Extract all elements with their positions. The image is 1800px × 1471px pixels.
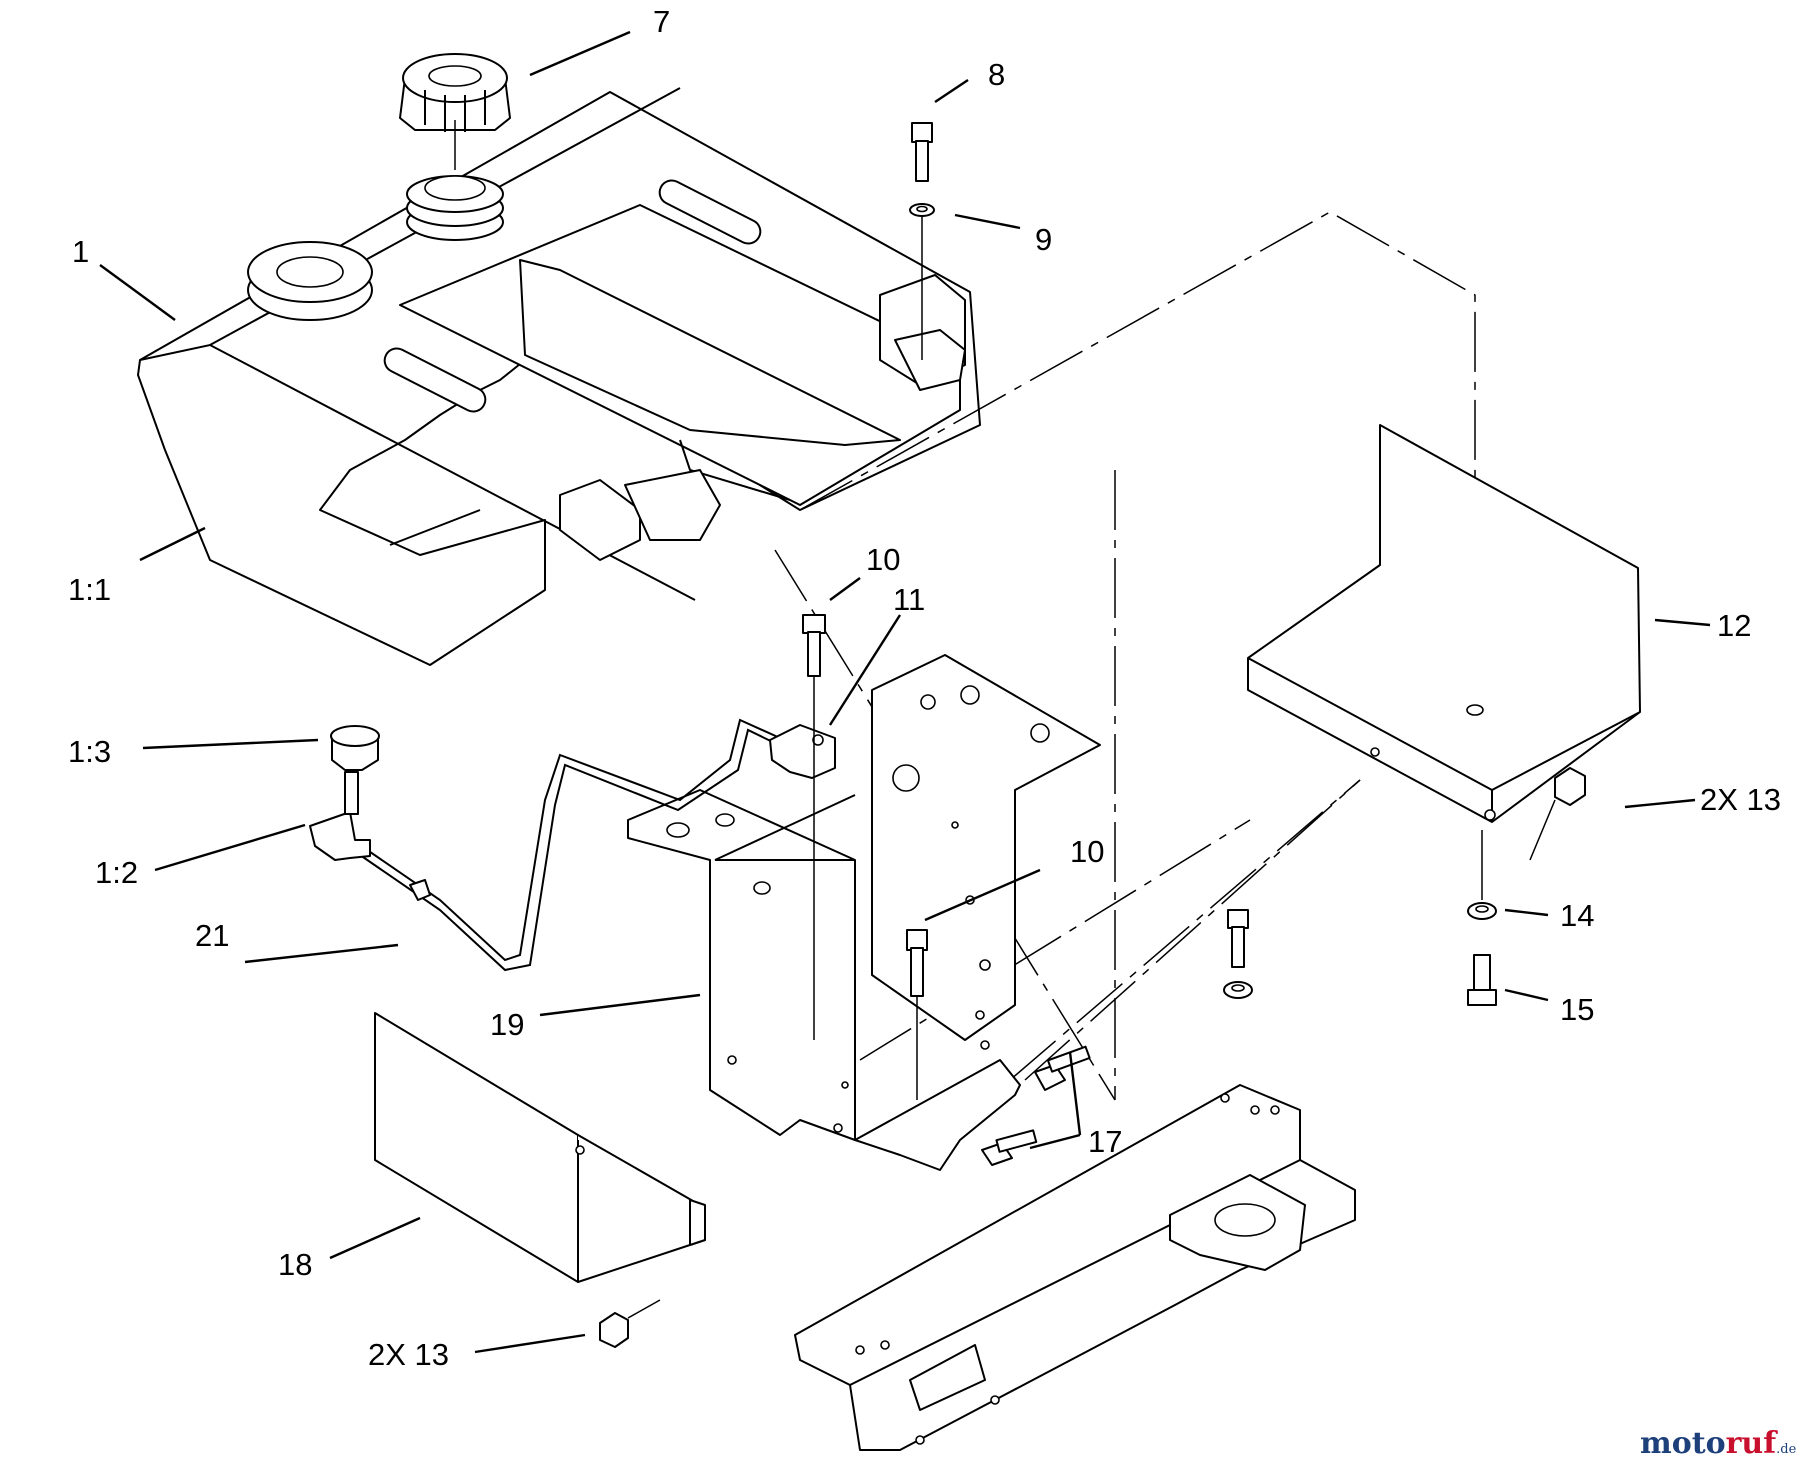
lower-frame	[794, 1084, 1356, 1451]
bolt-10-upper	[802, 614, 826, 1040]
washer-9	[909, 203, 935, 360]
washer-14	[1467, 902, 1497, 920]
callout-19: 19	[490, 1007, 524, 1042]
fuel-cap	[399, 53, 511, 170]
callout-8: 8	[988, 57, 1005, 92]
bolt-15	[1467, 830, 1497, 1006]
left-shield-18	[374, 1012, 706, 1283]
callout-1-2: 1:2	[95, 855, 138, 890]
callout-9: 9	[1035, 222, 1052, 257]
elbow-fitting-1-2	[309, 771, 371, 861]
mount-bracket-19	[871, 654, 1101, 1050]
callout-10-lower: 10	[1070, 834, 1104, 869]
watermark-logo: motoruf.de	[1640, 1426, 1797, 1461]
nut-13-right	[1529, 767, 1586, 861]
clamp-11	[769, 724, 836, 779]
callout-1: 1	[72, 234, 89, 269]
fuel-line-21	[359, 718, 786, 972]
bolt-frame	[1223, 909, 1253, 999]
nut-13-left	[599, 1299, 661, 1348]
callout-12: 12	[1717, 608, 1751, 643]
callout-11: 11	[893, 582, 925, 617]
callout-1-3: 1:3	[68, 734, 111, 769]
right-shield-12	[1247, 424, 1641, 823]
fuel-tank	[137, 87, 981, 666]
callout-1-1: 1:1	[68, 572, 111, 607]
grommet-1-3	[330, 725, 380, 771]
bolt-10-lower	[906, 929, 928, 1100]
svg-text:motoruf.de: motoruf.de	[1640, 1426, 1797, 1461]
callout-15: 15	[1560, 992, 1594, 1027]
callout-13-right: 2X 13	[1700, 782, 1781, 817]
watermark-suffix: .de	[1776, 1442, 1796, 1457]
mount-bracket-left	[627, 789, 1021, 1171]
callout-17: 17	[1088, 1124, 1122, 1159]
callout-10-upper: 10	[866, 542, 900, 577]
callout-labels: 1 1:1 1:3 1:2 21 7 8 9 10 11 10 12 2X 13…	[68, 4, 1781, 1372]
bolt-17-b	[981, 1129, 1038, 1166]
watermark-part1: moto	[1640, 1426, 1726, 1461]
callout-7: 7	[653, 4, 670, 39]
callout-18: 18	[278, 1247, 312, 1282]
callout-21: 21	[195, 918, 229, 953]
leader-lines	[99, 30, 1711, 1354]
watermark-part2: ruf	[1726, 1426, 1779, 1461]
callout-14: 14	[1560, 898, 1594, 933]
bolt-8	[911, 122, 933, 182]
callout-13-left: 2X 13	[368, 1337, 449, 1372]
bolt-17-a	[1034, 1045, 1091, 1091]
